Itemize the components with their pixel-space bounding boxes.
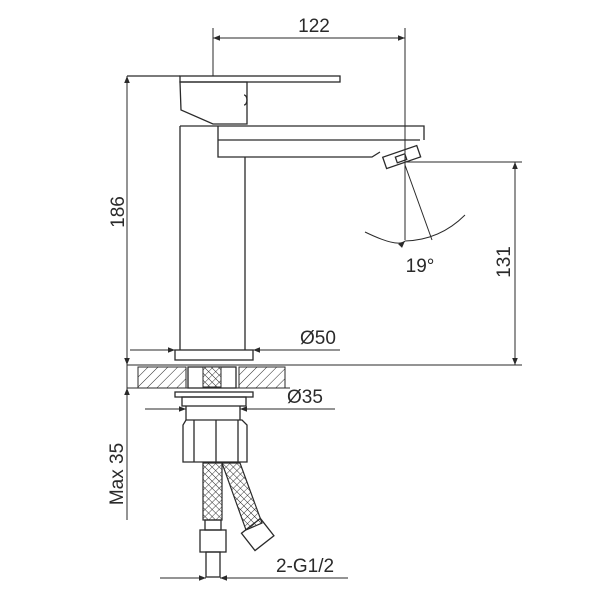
aerator xyxy=(381,144,422,170)
swivel-angle-dimension: 19° xyxy=(364,164,466,277)
base-diameter-dimension: Ø50 xyxy=(130,328,340,353)
base-diameter-label: Ø50 xyxy=(300,328,336,349)
total-height-dimension: 186 xyxy=(108,76,130,365)
shank-diameter-label: Ø35 xyxy=(287,387,323,408)
spout-height-dimension: 131 xyxy=(405,161,522,365)
swivel-angle-label: 19° xyxy=(406,256,435,277)
spout-height-label: 131 xyxy=(494,246,515,278)
countertop xyxy=(127,364,522,389)
max-thickness-dimension: Max 35 xyxy=(107,345,130,520)
connection-dimension: 2-G1/2 xyxy=(160,556,348,581)
mounting-nut xyxy=(174,391,254,463)
shank-diameter-dimension: Ø35 xyxy=(145,387,335,412)
total-height-label: 186 xyxy=(108,196,129,228)
max-thickness-label: Max 35 xyxy=(107,443,128,505)
spout-reach-dimension: 122 xyxy=(212,16,406,240)
connection-label: 2-G1/2 xyxy=(276,556,334,577)
spout-reach-label: 122 xyxy=(298,16,330,37)
supply-hoses xyxy=(199,462,275,578)
faucet-body xyxy=(127,75,425,361)
